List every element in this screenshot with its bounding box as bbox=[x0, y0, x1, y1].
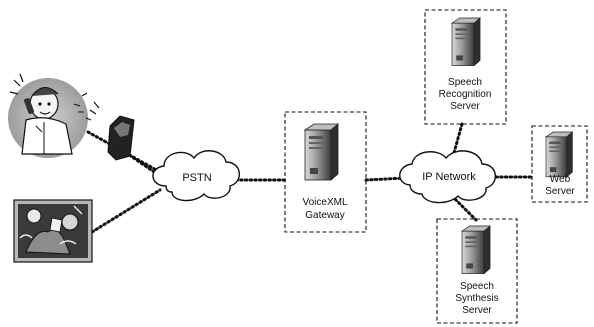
pstn-cloud: PSTN bbox=[152, 150, 240, 202]
gateway-label-line1: VoiceXML bbox=[302, 197, 347, 208]
synthesis-label-line3: Server bbox=[462, 305, 492, 316]
speech-recognition-server-node: Speech Recognition Server bbox=[424, 9, 507, 125]
ip-network-label: IP Network bbox=[422, 171, 476, 183]
cellphone-icon bbox=[85, 101, 135, 161]
desk-phone-user-icon bbox=[13, 199, 93, 263]
link-ip-synthesis bbox=[450, 194, 478, 222]
web-label-line2: Server bbox=[545, 186, 575, 197]
gateway-box bbox=[284, 111, 367, 233]
recognition-label-line1: Speech bbox=[448, 77, 482, 88]
recognition-label-line3: Server bbox=[450, 101, 480, 112]
server-tower-icon bbox=[545, 131, 573, 178]
voicexml-gateway-node: VoiceXML Gateway bbox=[284, 111, 367, 233]
web-server-node: Web Server bbox=[531, 125, 588, 203]
pstn-label: PSTN bbox=[182, 172, 211, 184]
synthesis-label-line2: Synthesis bbox=[455, 293, 498, 304]
synthesis-label-line1: Speech bbox=[460, 281, 494, 292]
web-label-line1: Web bbox=[550, 174, 571, 185]
ip-network-cloud: IP Network bbox=[399, 150, 496, 204]
link-landline-pstn bbox=[90, 188, 162, 234]
link-gateway-ip bbox=[364, 176, 407, 182]
web-box bbox=[531, 125, 588, 203]
recognition-label-line2: Recognition bbox=[439, 89, 492, 100]
person-on-cellphone-icon bbox=[8, 73, 88, 158]
server-tower-icon bbox=[451, 17, 481, 67]
synthesis-box bbox=[436, 218, 518, 324]
speech-synthesis-server-node: Speech Synthesis Server bbox=[436, 218, 518, 324]
server-tower-icon bbox=[304, 123, 339, 181]
recognition-box bbox=[424, 9, 507, 125]
server-tower-icon bbox=[461, 225, 491, 275]
gateway-label-line2: Gateway bbox=[305, 210, 344, 221]
